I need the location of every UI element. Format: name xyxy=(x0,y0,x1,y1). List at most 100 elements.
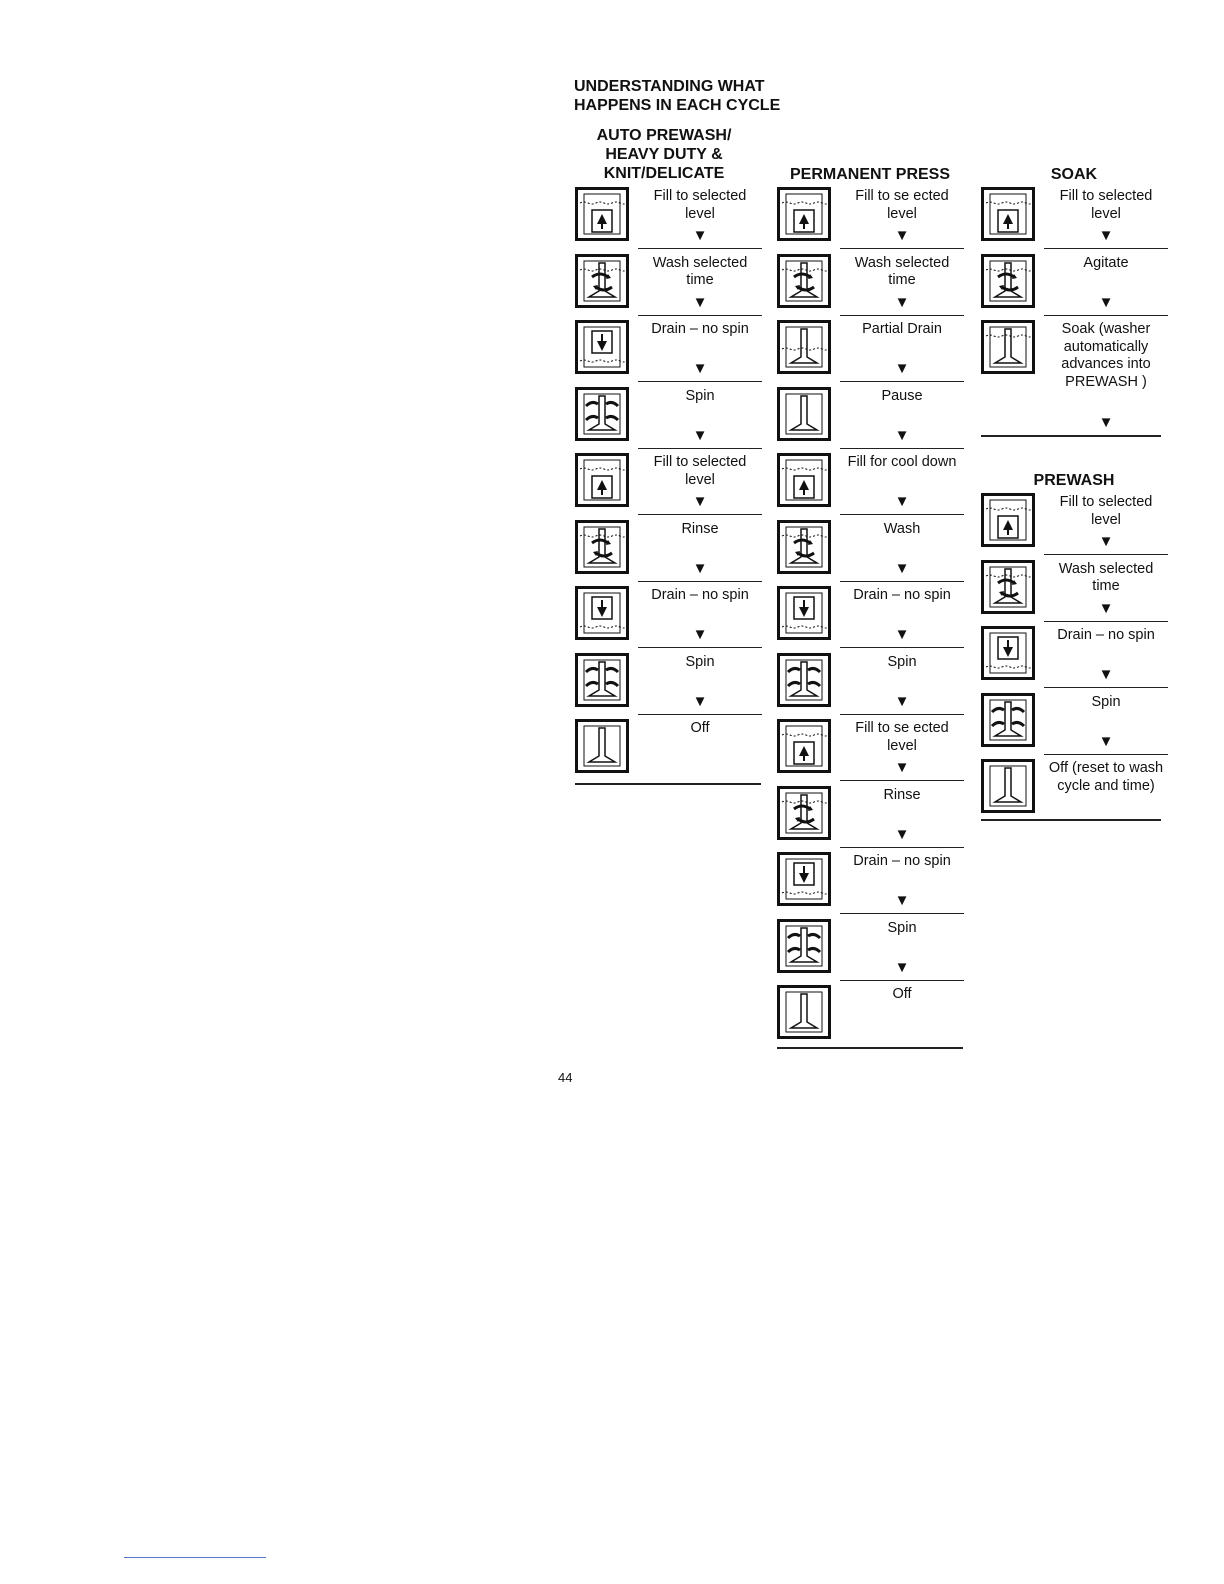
step-label: Off xyxy=(690,720,710,736)
soak-icon xyxy=(981,320,1035,374)
cycle-column-permanent-press: Fill to se ected level▼Wash selected tim… xyxy=(777,187,967,1052)
spin-icon xyxy=(777,918,831,973)
next-step-arrow-icon: ▼ xyxy=(894,227,910,244)
next-step-arrow-icon: ▼ xyxy=(692,559,708,577)
drain-icon xyxy=(575,320,629,374)
step-divider xyxy=(840,979,964,981)
cycle-step: Fill to selected level ▼ xyxy=(575,453,765,520)
step-divider xyxy=(840,248,964,249)
cycle-heading-soak: SOAK xyxy=(1050,166,1098,183)
next-step-arrow-icon: ▼ xyxy=(894,892,910,909)
wash-icon xyxy=(777,785,831,840)
step-label: Drain – no spin xyxy=(651,587,749,603)
wash-icon xyxy=(981,559,1035,614)
cycle-step: Wash▼ xyxy=(777,519,967,587)
fill-icon xyxy=(981,493,1035,547)
step-label: Fill to selected level xyxy=(653,188,747,222)
step-divider xyxy=(1044,248,1168,249)
cycle-step: Fill to se ected level ▼ xyxy=(777,719,967,786)
cycle-step: Spin▼ xyxy=(981,692,1171,760)
page-number: 44 xyxy=(558,1070,573,1085)
spin-icon xyxy=(575,386,629,441)
step-divider xyxy=(638,314,762,316)
cycle-step: Wash selected time ▼ xyxy=(981,559,1171,627)
step-divider xyxy=(840,447,964,449)
next-step-arrow-icon: ▼ xyxy=(1098,599,1114,617)
fill-icon xyxy=(981,187,1035,241)
cycle-step: Drain – no spin▼ xyxy=(575,320,765,387)
column-end-rule xyxy=(981,819,1161,821)
spin-icon xyxy=(981,692,1035,747)
step-label: Fill to selected level xyxy=(653,454,747,488)
fill-icon xyxy=(777,719,831,773)
cycle-step: Spin▼ xyxy=(777,918,967,986)
spin-icon xyxy=(575,652,629,707)
step-divider xyxy=(1044,554,1168,555)
cycle-heading-auto-prewash: AUTO PREWASH/ HEAVY DUTY & KNIT/DELICATE xyxy=(596,127,732,182)
cycle-step: Off xyxy=(777,985,967,1052)
cycle-column-soak: Fill to selected level▼Agitate▼Soak (was… xyxy=(981,187,1171,437)
next-step-arrow-icon: ▼ xyxy=(692,293,708,311)
off-icon xyxy=(981,759,1035,813)
step-divider xyxy=(1044,620,1168,622)
cycle-step: Partial Drain▼ xyxy=(777,320,967,387)
cycle-step: Spin▼ xyxy=(575,652,765,720)
cycle-step: Spin ▼ xyxy=(777,652,967,720)
next-step-arrow-icon: ▼ xyxy=(1098,293,1114,311)
next-step-arrow-icon: ▼ xyxy=(1098,666,1114,683)
cycle-step: Drain – no spin▼ xyxy=(777,852,967,919)
cycle-step: Rinse▼ xyxy=(777,785,967,853)
column-end-rule xyxy=(777,1047,963,1049)
cycle-step: Wash selected time ▼ xyxy=(575,253,765,321)
step-label: Off (reset to wash cycle and time) xyxy=(1048,760,1164,794)
step-label: Wash selected time xyxy=(1058,560,1154,595)
fill-icon xyxy=(777,187,831,241)
wash-icon xyxy=(575,519,629,574)
cycle-step: Soak (washer automatically advances into… xyxy=(981,320,1171,437)
cycle-heading-prewash: PREWASH xyxy=(1033,472,1115,489)
step-label: Spin xyxy=(685,387,715,404)
drain-icon xyxy=(777,586,831,640)
step-divider xyxy=(840,780,964,781)
step-label: Drain – no spin xyxy=(1057,627,1155,643)
cycle-column-auto-prewash: Fill to selected level▼Wash selected tim… xyxy=(575,187,765,786)
step-label: Fill to selected level xyxy=(1059,188,1153,222)
step-divider xyxy=(981,435,1161,437)
next-step-arrow-icon: ▼ xyxy=(1098,732,1114,750)
step-divider xyxy=(638,248,762,249)
pause-icon xyxy=(777,386,831,441)
step-divider xyxy=(840,713,964,715)
step-label: Off xyxy=(892,986,912,1002)
next-step-arrow-icon: ▼ xyxy=(692,227,708,244)
cycle-column-prewash: Fill to selected level▼Wash selected tim… xyxy=(981,493,1171,826)
fill-icon xyxy=(777,453,831,507)
step-label: Rinse xyxy=(883,786,921,803)
next-step-arrow-icon: ▼ xyxy=(894,626,910,643)
step-divider xyxy=(840,846,964,848)
step-label: Spin xyxy=(887,919,917,936)
next-step-arrow-icon: ▼ xyxy=(894,493,910,510)
fill-icon xyxy=(575,453,629,507)
step-divider xyxy=(1044,314,1168,316)
cycle-step: Drain – no spin ▼ xyxy=(981,626,1171,693)
cycle-step: Fill to selected level ▼ xyxy=(575,187,765,254)
step-divider xyxy=(840,381,964,382)
next-step-arrow-icon: ▼ xyxy=(894,759,910,776)
wash-icon xyxy=(777,519,831,574)
partial-drain-icon xyxy=(777,320,831,374)
step-label: Soak (washer automatically advances into… xyxy=(1061,321,1151,390)
next-step-arrow-icon: ▼ xyxy=(1098,414,1114,431)
next-step-arrow-icon: ▼ xyxy=(894,692,910,710)
step-label: Fill to se ected level xyxy=(855,720,949,754)
step-label: Pause xyxy=(881,387,923,404)
step-divider xyxy=(1044,753,1168,755)
step-label: Spin xyxy=(887,653,917,670)
step-label: Drain – no spin xyxy=(651,321,749,337)
cycle-step: Spin▼ xyxy=(575,386,765,454)
step-label: Wash selected time xyxy=(652,254,748,289)
next-step-arrow-icon: ▼ xyxy=(1098,533,1114,550)
spin-icon xyxy=(777,652,831,707)
step-label: Wash xyxy=(883,520,921,537)
next-step-arrow-icon: ▼ xyxy=(692,493,708,510)
cycle-step: Pause▼ xyxy=(777,386,967,454)
